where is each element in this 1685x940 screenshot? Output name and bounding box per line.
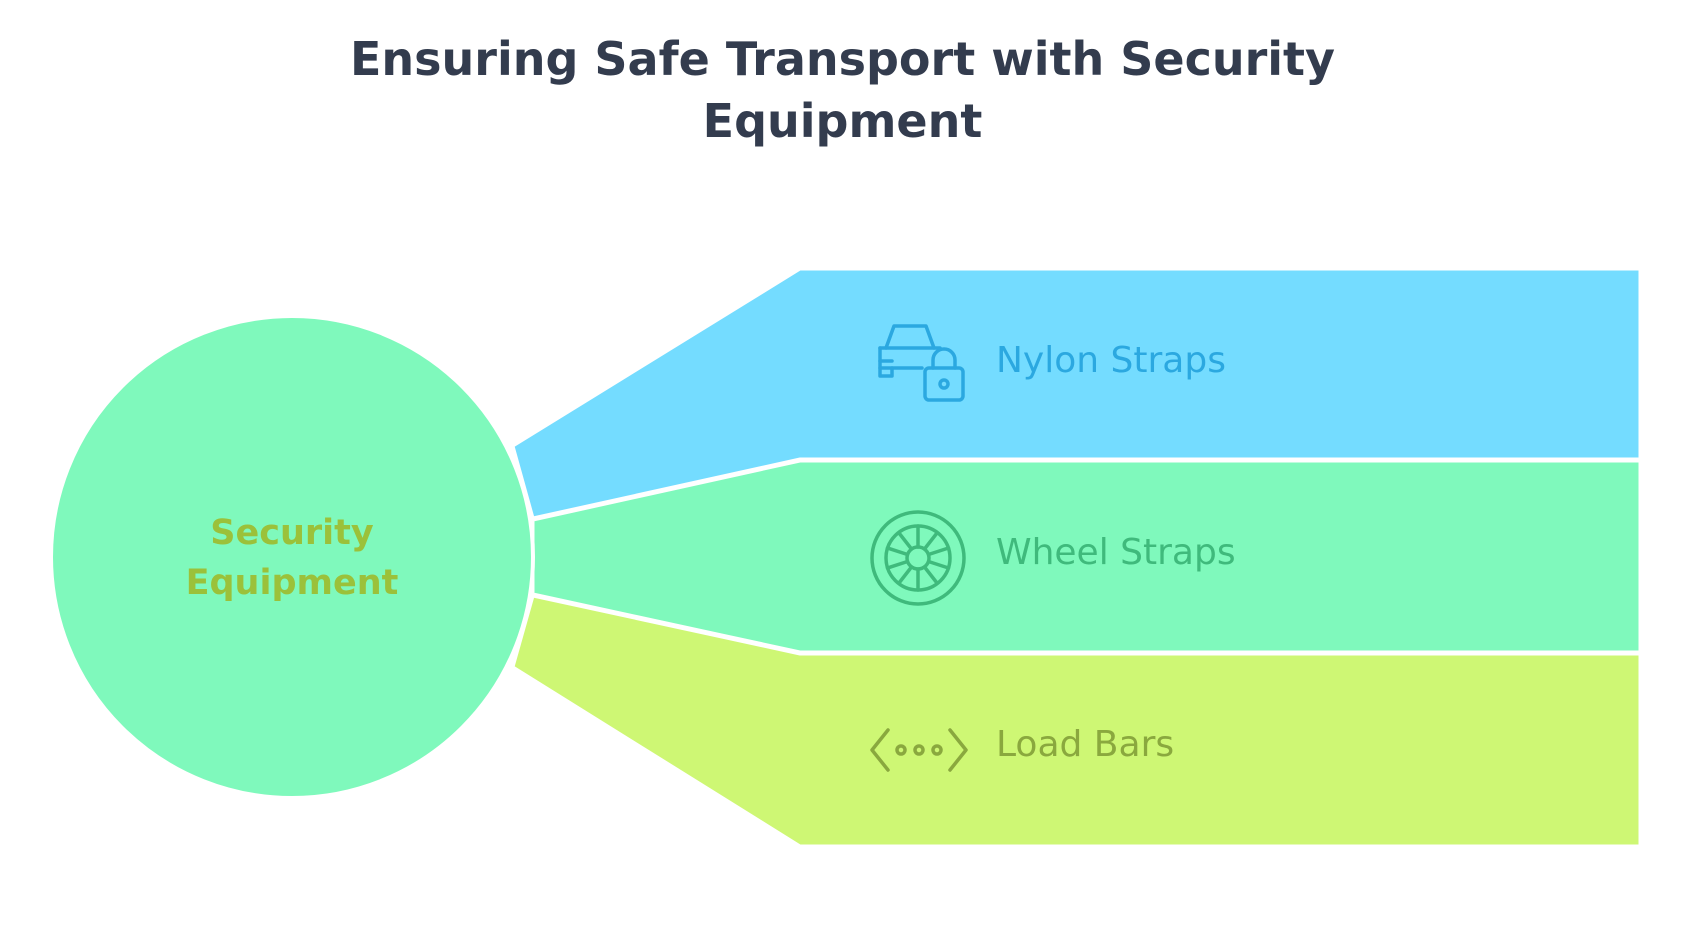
diagram-title: Ensuring Safe Transport with Security Eq…	[0, 28, 1685, 152]
code-dots-icon: @@	[870, 728, 968, 772]
center-circle	[49, 314, 535, 800]
title-line-1: Ensuring Safe Transport with Security	[349, 32, 1336, 86]
branch-band-nylon-straps	[511, 267, 1642, 520]
car-lock-icon	[878, 324, 965, 402]
center-label: Security Equipment	[92, 508, 492, 608]
branch-label-load-bars: Load Bars	[996, 724, 1175, 765]
branch-label-wheel-straps: Wheel Straps	[996, 532, 1236, 573]
center-label-line-1: Security	[210, 513, 374, 553]
branch-label-nylon-straps: Nylon Straps	[996, 340, 1226, 381]
center-label-line-2: Equipment	[185, 563, 399, 603]
title-line-2: Equipment	[702, 94, 983, 148]
branch-band-wheel-straps	[531, 459, 1642, 654]
wheel-icon	[870, 510, 966, 606]
branch-band-load-bars	[511, 594, 1642, 848]
